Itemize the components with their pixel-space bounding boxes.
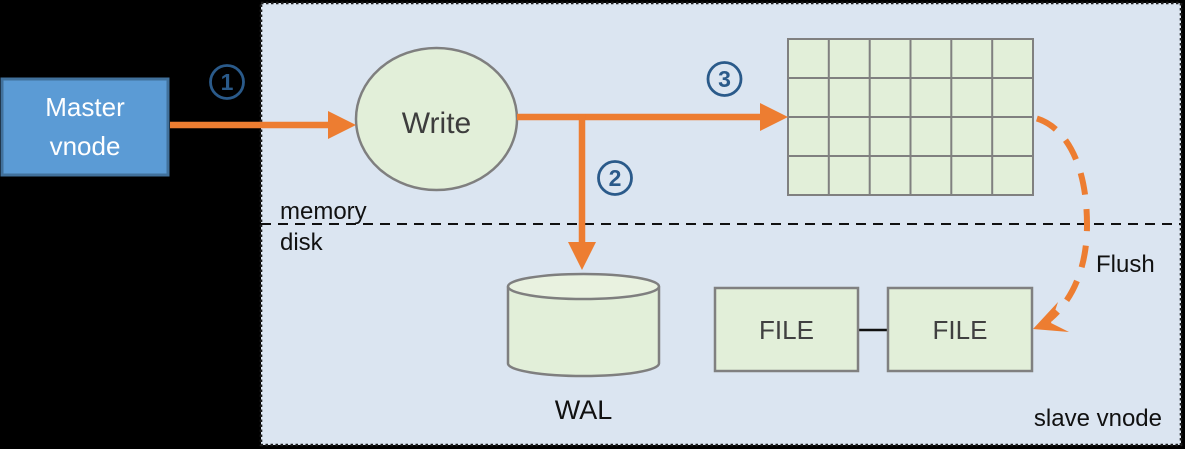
svg-text:FILE: FILE xyxy=(759,315,814,345)
svg-text:Write: Write xyxy=(402,107,471,140)
svg-text:3: 3 xyxy=(718,66,731,92)
svg-text:Master: Master xyxy=(45,92,125,122)
svg-text:slave vnode: slave vnode xyxy=(1034,405,1162,432)
svg-text:vnode: vnode xyxy=(50,131,121,161)
svg-text:disk: disk xyxy=(280,229,324,256)
svg-text:2: 2 xyxy=(609,165,622,191)
svg-text:Flush: Flush xyxy=(1096,251,1155,278)
svg-text:FILE: FILE xyxy=(933,315,988,345)
svg-text:memory: memory xyxy=(280,198,367,225)
svg-text:WAL: WAL xyxy=(555,395,613,425)
svg-text:1: 1 xyxy=(221,69,234,95)
